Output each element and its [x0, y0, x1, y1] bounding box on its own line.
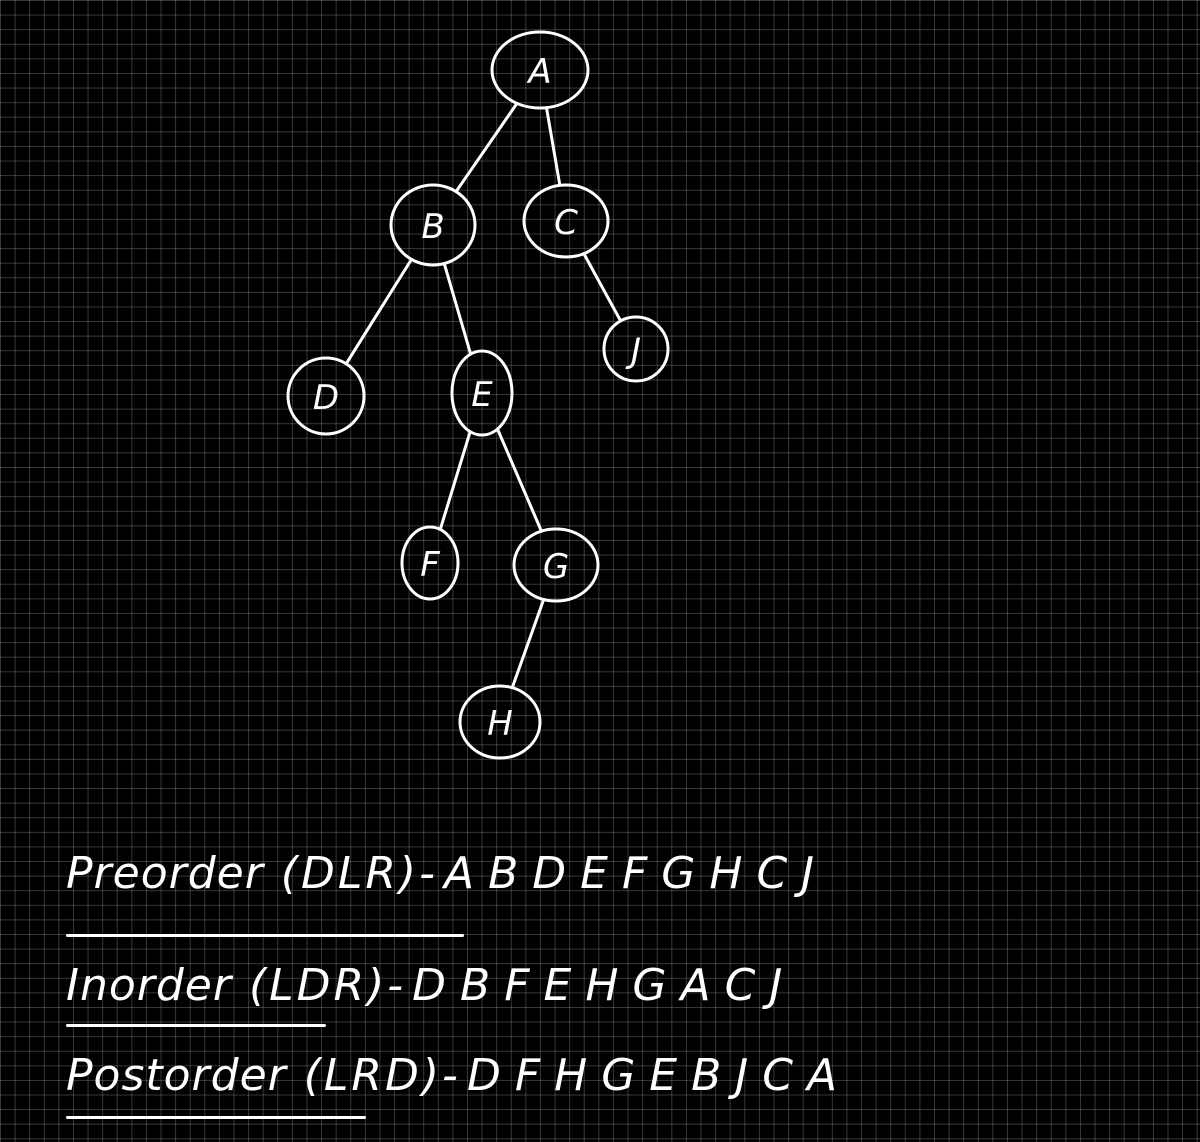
postorder-row: Postorder (LRD)-DFHGEBJCA — [66, 1050, 851, 1101]
edge-c-j — [582, 252, 623, 323]
node-j: J — [602, 315, 670, 383]
preorder-dash: - — [419, 848, 438, 899]
postorder-dash: - — [442, 1050, 461, 1101]
node-f: F — [400, 525, 460, 601]
node-g-circle — [512, 527, 600, 603]
node-a-label: A — [526, 52, 551, 92]
node-b-circle — [389, 183, 477, 267]
node-h-circle — [458, 684, 542, 760]
node-d: D — [286, 356, 366, 436]
preorder-row: Preorder (DLR)-ABDEFGHCJ — [66, 848, 828, 899]
preorder-order: (DLR) — [280, 848, 420, 899]
postorder-name: Postorder — [66, 1050, 287, 1101]
inorder-underline — [66, 1024, 326, 1027]
postorder-sequence: DFHGEBJCA — [466, 1050, 852, 1101]
node-b: B — [389, 183, 477, 267]
node-f-circle — [400, 525, 460, 601]
edge-e-g — [495, 427, 543, 533]
preorder-underline — [66, 934, 464, 937]
postorder-order: (LRD) — [303, 1050, 443, 1101]
postorder-underline — [66, 1116, 366, 1119]
node-j-circle — [602, 315, 670, 383]
inorder-dash: - — [387, 960, 407, 1011]
preorder-sequence: ABDEFGHCJ — [444, 848, 829, 899]
inorder-row: Inorder (LDR)-DBFEHGACJ — [66, 960, 796, 1011]
node-g: G — [512, 527, 600, 603]
node-d-label: D — [313, 378, 339, 418]
tree-nodes: A B C D E J F G H — [286, 30, 670, 760]
node-c: C — [522, 183, 610, 259]
node-a: A — [490, 30, 590, 110]
edge-a-b — [454, 101, 519, 194]
node-b-label: B — [421, 207, 444, 247]
edge-e-f — [438, 430, 472, 531]
inorder-sequence: DBFEHGACJ — [412, 960, 797, 1011]
inorder-name: Inorder — [66, 960, 232, 1011]
node-j-label: J — [625, 331, 641, 371]
preorder-name: Preorder — [66, 848, 264, 899]
edge-b-e — [442, 262, 473, 356]
tree-edges — [344, 101, 623, 690]
node-h: H — [458, 684, 542, 760]
node-h-label: H — [487, 704, 513, 744]
node-a-circle — [490, 30, 590, 110]
node-c-label: C — [554, 203, 578, 243]
node-g-label: G — [543, 547, 569, 587]
inorder-order: (LDR) — [248, 960, 388, 1011]
node-c-circle — [522, 183, 610, 259]
node-e-label: E — [471, 375, 493, 415]
node-e: E — [450, 349, 514, 437]
edge-b-d — [344, 257, 413, 366]
edge-g-h — [510, 597, 546, 690]
node-f-label: F — [420, 545, 440, 585]
node-d-circle — [286, 356, 366, 436]
edge-a-c — [544, 106, 562, 187]
node-e-circle — [450, 349, 514, 437]
